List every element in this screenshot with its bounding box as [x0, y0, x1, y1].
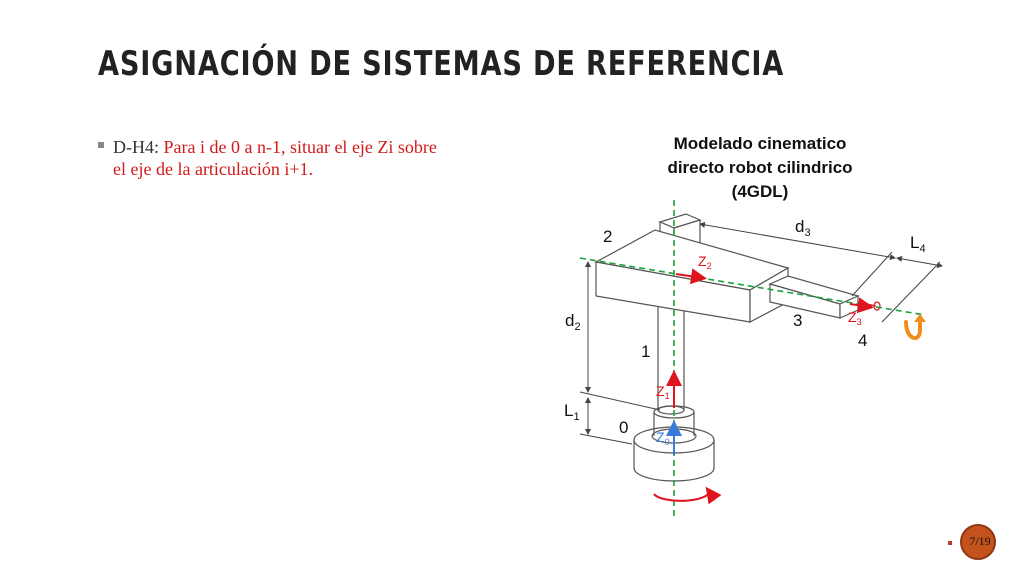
label-link-0: 0 — [619, 418, 628, 437]
slide-number-badge: 7/19 — [942, 522, 1002, 564]
label-link-4: 4 — [858, 331, 867, 350]
z-axes — [666, 268, 874, 455]
slide-number: 7/19 — [969, 534, 991, 548]
label-d2: d2 — [565, 311, 581, 333]
label-link-1: 1 — [641, 342, 650, 361]
wrist-rotation-arrowhead — [914, 314, 926, 322]
diagram-title-line-2: directo robot cilindrico — [667, 158, 853, 177]
bullet-prefix: D-H4: — [113, 137, 164, 157]
bullet-text-red: Para i de 0 a n-1, situar el eje Zi sobr… — [163, 137, 437, 157]
slide-number-circle — [960, 524, 996, 560]
diagram-title: Modelado cinematico directo robot cilind… — [640, 132, 880, 204]
slide-number-bullet — [948, 541, 952, 545]
base-rotation-arrow — [653, 486, 722, 505]
label-link-3: 3 — [793, 311, 802, 330]
dimension-lines — [579, 221, 943, 445]
label-z3: Z3 — [848, 309, 862, 327]
label-link-2: 2 — [603, 227, 612, 246]
extending-arm — [768, 275, 860, 319]
page-title: ASIGNACIÓN DE SISTEMAS DE REFERENCIA — [98, 44, 785, 84]
bullet-item-dh4: D-H4: Para i de 0 a n-1, situar el eje Z… — [98, 136, 548, 180]
z3-arrow — [849, 297, 874, 314]
label-d3: d3 — [795, 217, 811, 239]
label-l1: L1 — [564, 401, 580, 423]
bullet-list: D-H4: Para i de 0 a n-1, situar el eje Z… — [98, 136, 548, 180]
label-z1: Z1 — [656, 383, 670, 401]
bullet-marker — [98, 142, 104, 148]
diagram-title-line-1: Modelado cinematico — [673, 134, 847, 153]
bullet-text-continuation: el eje de la articulación i+1. — [113, 159, 314, 179]
label-z2: Z2 — [698, 253, 712, 271]
robot-diagram: 2 1 0 3 4 d2 L1 d3 L4 Z0 Z1 Z2 Z3 — [564, 200, 943, 518]
wrist-rotation-icon — [904, 316, 922, 340]
diagram-title-line-3: (4GDL) — [731, 182, 789, 201]
label-z0: Z0 — [656, 429, 670, 447]
z2-arrow — [675, 268, 707, 285]
label-l4: L4 — [910, 233, 926, 255]
